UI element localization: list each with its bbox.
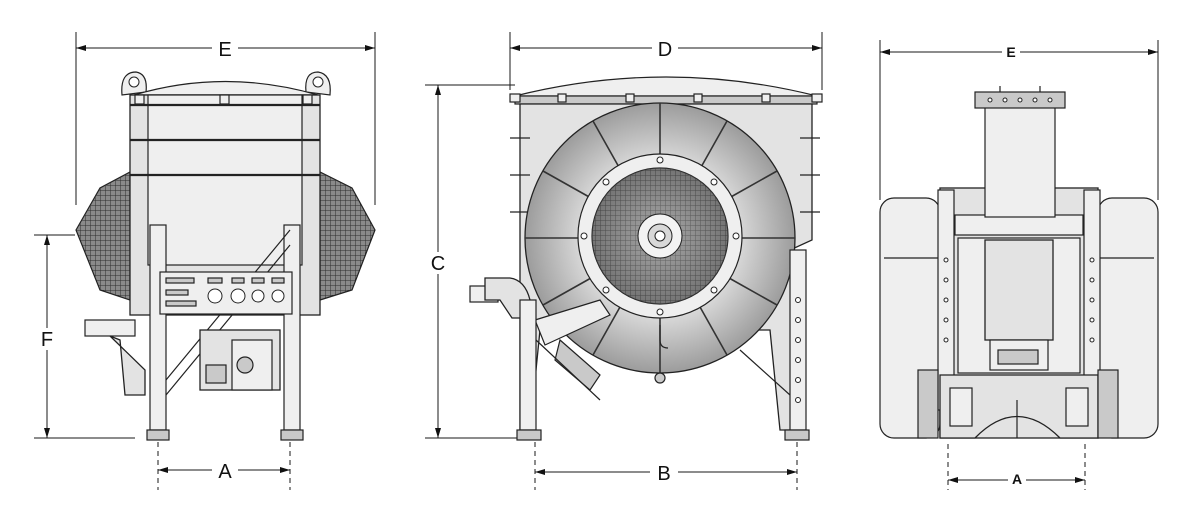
dimension-label-e: E	[218, 39, 231, 61]
foot-bracket	[1097, 369, 1119, 439]
arrow-head	[510, 45, 520, 51]
frame-leg	[283, 224, 301, 431]
dimension-label-d: D	[658, 39, 672, 61]
foot-pad	[784, 429, 810, 441]
dimension-label-a: A	[1012, 471, 1022, 487]
upper-shaft	[984, 104, 1056, 218]
front-view: D C B	[425, 32, 823, 490]
connector-icon	[251, 289, 265, 303]
motor-body	[984, 239, 1054, 341]
arrow-head	[535, 469, 545, 475]
arrow-head	[1075, 477, 1085, 483]
frame-leg	[519, 299, 537, 431]
top-view: E A	[879, 40, 1159, 490]
arrow-head	[280, 467, 290, 473]
right-grille	[319, 171, 376, 301]
arrow-head	[365, 45, 375, 51]
foot-pad	[516, 429, 542, 441]
dimension-label-f: F	[41, 329, 53, 351]
side-view: E F A	[34, 32, 376, 490]
inlet-duct	[484, 277, 531, 319]
guard-bolts	[580, 156, 740, 316]
frame-leg	[149, 224, 167, 431]
dimension-label-e: E	[1006, 44, 1015, 60]
foot-bracket	[917, 369, 939, 439]
arrow-head	[44, 235, 50, 245]
dimension-label-a: A	[218, 461, 232, 483]
arrow-head	[44, 428, 50, 438]
exhaust-pipe	[534, 299, 611, 346]
dimension-label-b: B	[657, 463, 670, 485]
arrow-head	[435, 85, 441, 95]
left-grille	[75, 171, 131, 301]
arrow-head	[435, 428, 441, 438]
connector-icon	[207, 288, 223, 304]
arrow-head	[76, 45, 86, 51]
dimension-label-c: C	[431, 253, 445, 275]
connector-icon	[230, 288, 246, 304]
top-cover	[133, 80, 319, 96]
arrow-head	[812, 45, 822, 51]
arrow-head	[158, 467, 168, 473]
foot-pad	[280, 429, 304, 441]
arrow-head	[948, 477, 958, 483]
connector-icon	[271, 289, 285, 303]
arrow-head	[787, 469, 797, 475]
base-frame	[939, 374, 1099, 439]
arrow-head	[1148, 49, 1158, 55]
shaft-coupling	[84, 319, 136, 337]
foot-pad	[146, 429, 170, 441]
top-cover	[514, 76, 818, 97]
arrow-head	[880, 49, 890, 55]
